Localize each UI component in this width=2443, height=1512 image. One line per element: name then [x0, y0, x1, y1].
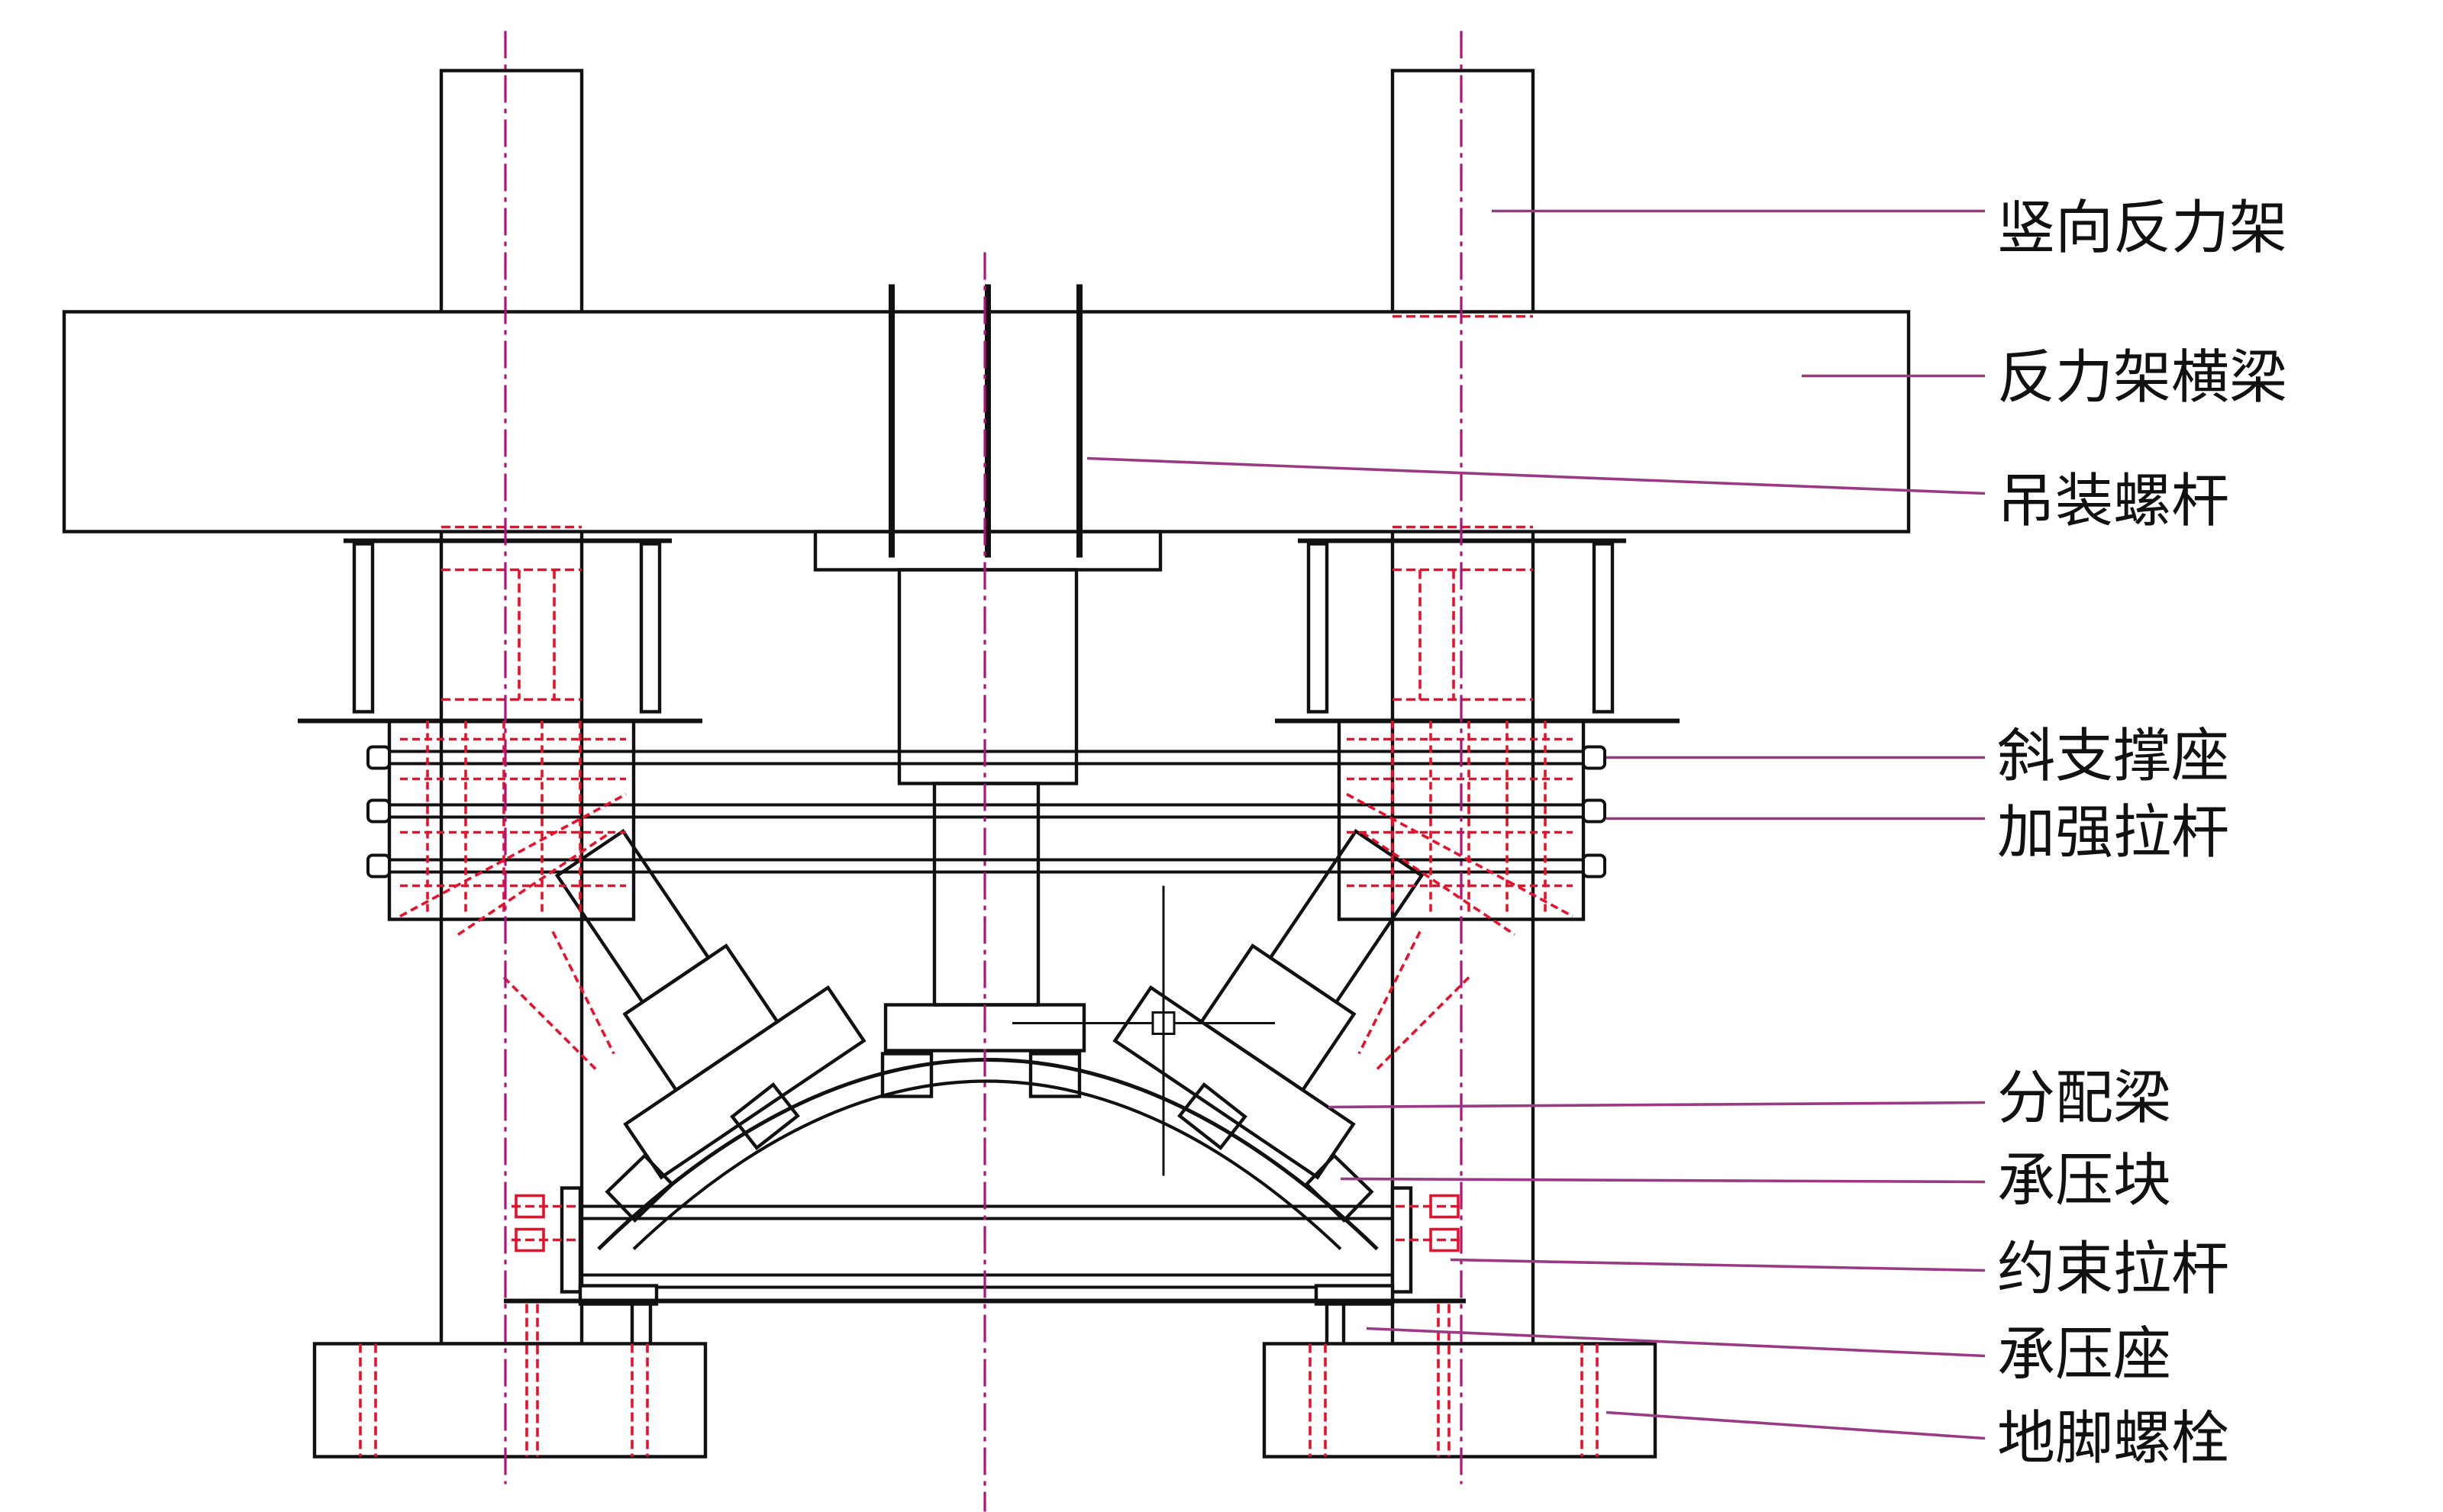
hidden-lines — [359, 314, 1599, 1457]
label-constraint-tie-rod: 约束拉杆 — [1997, 1235, 2229, 1303]
label-diagonal-support-seat: 斜支撑座 — [1997, 722, 2229, 790]
label-reaction-frame-crossbeam: 反力架横梁 — [1997, 343, 2287, 411]
right-foundation-block — [1262, 1342, 1657, 1459]
centerlines — [504, 31, 1463, 1512]
label-distribution-beam: 分配梁 — [1997, 1064, 2171, 1132]
label-bearing-seat: 承压座 — [1997, 1320, 2171, 1388]
label-reinforcing-tie-rod: 加强拉杆 — [1997, 798, 2229, 866]
label-bearing-block: 承压块 — [1997, 1146, 2171, 1214]
leader-lines — [1086, 209, 1986, 1440]
left-vertical-reaction-frame — [439, 69, 584, 1346]
label-hanging-rod: 吊装螺杆 — [1997, 467, 2229, 535]
structure — [62, 69, 1911, 1459]
distribution-beam-inner — [632, 1079, 1342, 1250]
right-vertical-reaction-frame — [1390, 69, 1535, 1346]
left-diagonal-jack — [554, 828, 867, 1180]
right-diagonal-jack — [1112, 828, 1425, 1180]
label-anchor-bolt: 地脚螺栓 — [1997, 1404, 2229, 1472]
reinforcing-tie-rods — [368, 750, 1606, 874]
label-vertical-reaction-frame: 竖向反力架 — [1997, 194, 2287, 262]
bearing-block-top-right — [1028, 1052, 1082, 1098]
component-labels: 竖向反力架 反力架横梁 吊装螺杆 斜支撑座 加强拉杆 分配梁 承压块 约束拉杆 … — [1997, 194, 2287, 1472]
distribution-beam-outer — [597, 1058, 1379, 1251]
left-foundation-block — [312, 1342, 708, 1459]
